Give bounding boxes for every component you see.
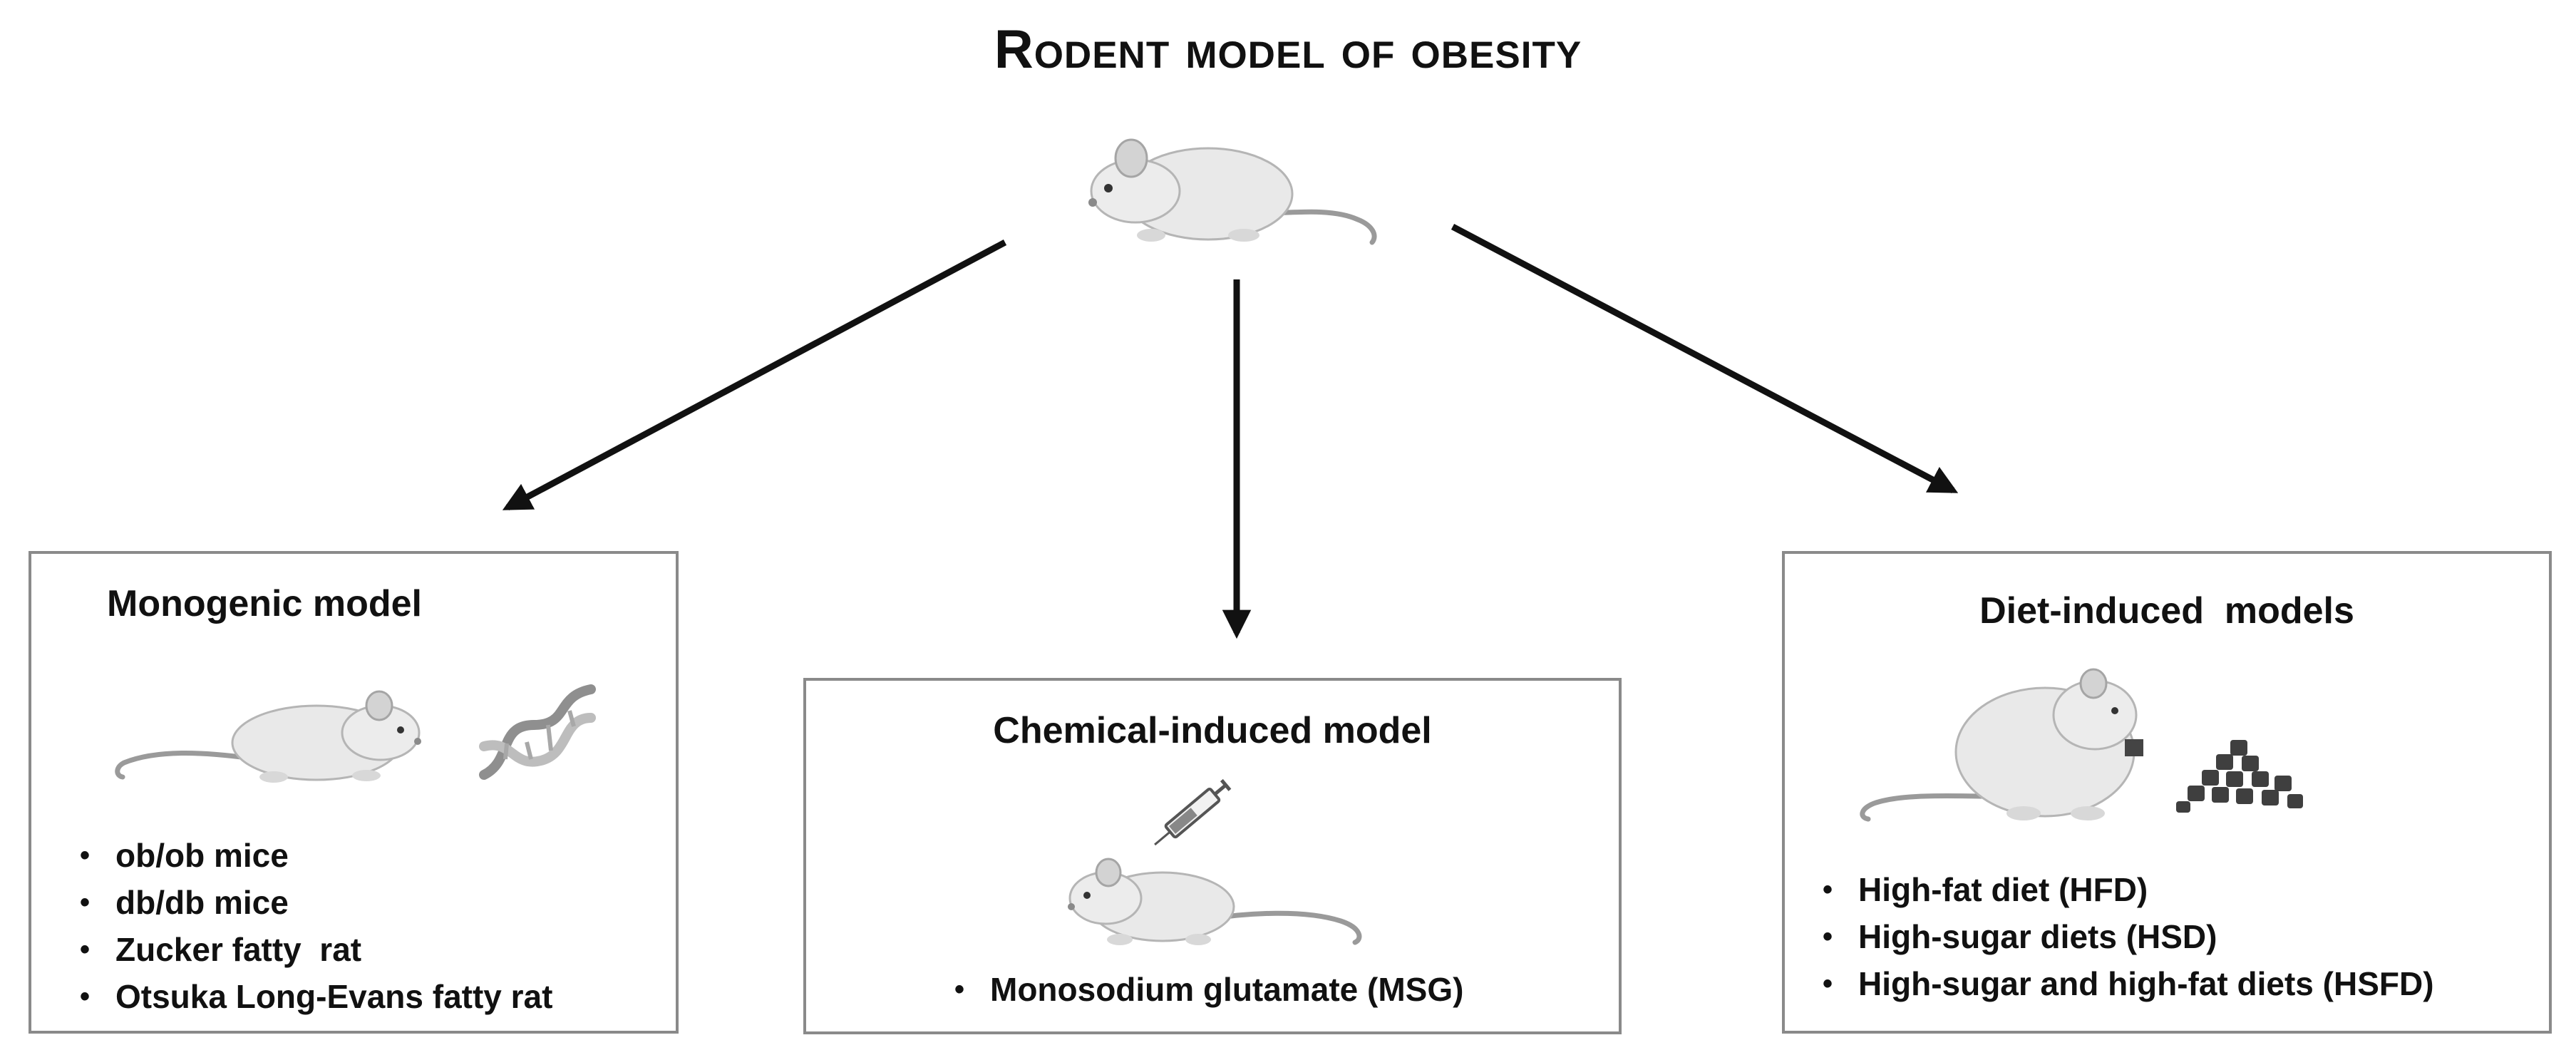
- monogenic-model-title: Monogenic model: [107, 583, 422, 624]
- chemical-induced-model-title: Chemical-induced model: [993, 710, 1432, 751]
- dna-icon: [479, 684, 596, 780]
- mouse-icon: [115, 690, 421, 783]
- diet-induced-models-title: Diet-induced models: [1979, 590, 2354, 632]
- list-item: db/db mice: [74, 879, 552, 926]
- diagram-title: Rodent model of obesity: [994, 19, 1582, 80]
- list-item: Otsuka Long-Evans fatty rat: [74, 973, 552, 1020]
- diet-induced-models-box: Diet-induced models High-fat diet (HFD): [1782, 551, 2552, 1034]
- monogenic-model-list: ob/ob mice db/db mice Zucker fatty rat O…: [74, 832, 552, 1020]
- diet-induced-models-list: High-fat diet (HFD) High-sugar diets (HS…: [1817, 866, 2434, 1007]
- obese-mouse-icon: [1860, 668, 2143, 822]
- mouse-icon: [1088, 138, 1377, 245]
- mouse-icon: [1068, 858, 1362, 945]
- list-item: ob/ob mice: [74, 832, 552, 879]
- arrow-to-diet: [1451, 224, 1959, 493]
- list-item: High-fat diet (HFD): [1817, 866, 2434, 913]
- monogenic-model-box: Monogenic model ob/ob mice db/db mice Zu…: [29, 551, 679, 1034]
- food-pellets-icon: [2176, 740, 2303, 813]
- syringe-icon: [1154, 778, 1232, 846]
- list-item: High-sugar and high-fat diets (HSFD): [1817, 960, 2434, 1007]
- arrow-to-monogenic: [502, 240, 1007, 510]
- chemical-induced-model-box: Chemical-induced model Monosodium glutam…: [803, 678, 1622, 1034]
- list-item: Zucker fatty rat: [74, 926, 552, 973]
- chemical-induced-model-list: Monosodium glutamate (MSG): [949, 966, 1463, 1013]
- list-item: Monosodium glutamate (MSG): [949, 966, 1463, 1013]
- list-item: High-sugar diets (HSD): [1817, 913, 2434, 960]
